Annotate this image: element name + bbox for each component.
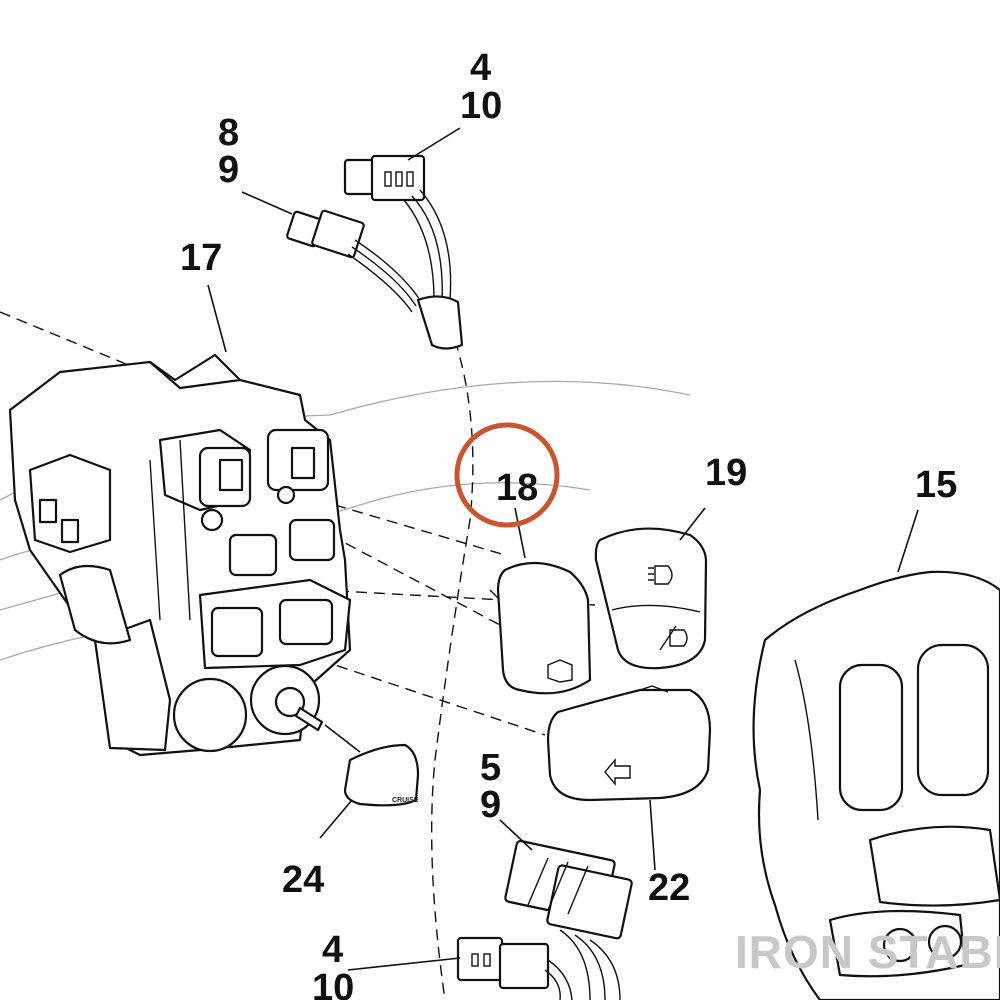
- callout-4-bottom: 4: [322, 929, 343, 971]
- callout-22: 22: [648, 867, 690, 909]
- callout-9-top: 9: [218, 149, 239, 191]
- callout-4-top: 4: [470, 47, 491, 89]
- callout-9-mid: 9: [480, 784, 501, 826]
- callout-17: 17: [180, 237, 222, 279]
- connector-8-9: [286, 209, 421, 313]
- callout-15: 15: [915, 464, 957, 506]
- watermark-text: IRON STABLE: [735, 926, 1000, 978]
- callout-labels: 4 10 8 9 17 18 19 15 5 9 22 24 4 10: [180, 47, 957, 1000]
- leader-lines: [207, 127, 919, 971]
- callout-18: 18: [496, 467, 538, 509]
- wire-harness-sleeve: [416, 295, 464, 350]
- cruise-switch-cap-24: CRUISE: [343, 743, 420, 807]
- highlight-circle-18: [454, 422, 560, 528]
- connector-5-9: [504, 839, 633, 1000]
- callout-8: 8: [218, 112, 239, 154]
- connector-4-10-top: [343, 154, 452, 305]
- callout-24: 24: [282, 859, 324, 901]
- callout-19: 19: [705, 452, 747, 494]
- switch-housing-15: [752, 570, 1000, 1000]
- connector-4-10-bottom: [456, 936, 573, 1000]
- callout-10-top: 10: [460, 85, 502, 127]
- cap-label-text: CRUISE: [392, 797, 419, 804]
- headlamp-switch-cap-19: [594, 527, 708, 670]
- switch-housing-assembly-17: [8, 353, 352, 757]
- callout-5: 5: [480, 747, 501, 789]
- callout-10-bottom: 10: [312, 967, 354, 1000]
- turn-signal-cap-22: [546, 685, 712, 802]
- horn-switch-cap-18: [489, 561, 592, 695]
